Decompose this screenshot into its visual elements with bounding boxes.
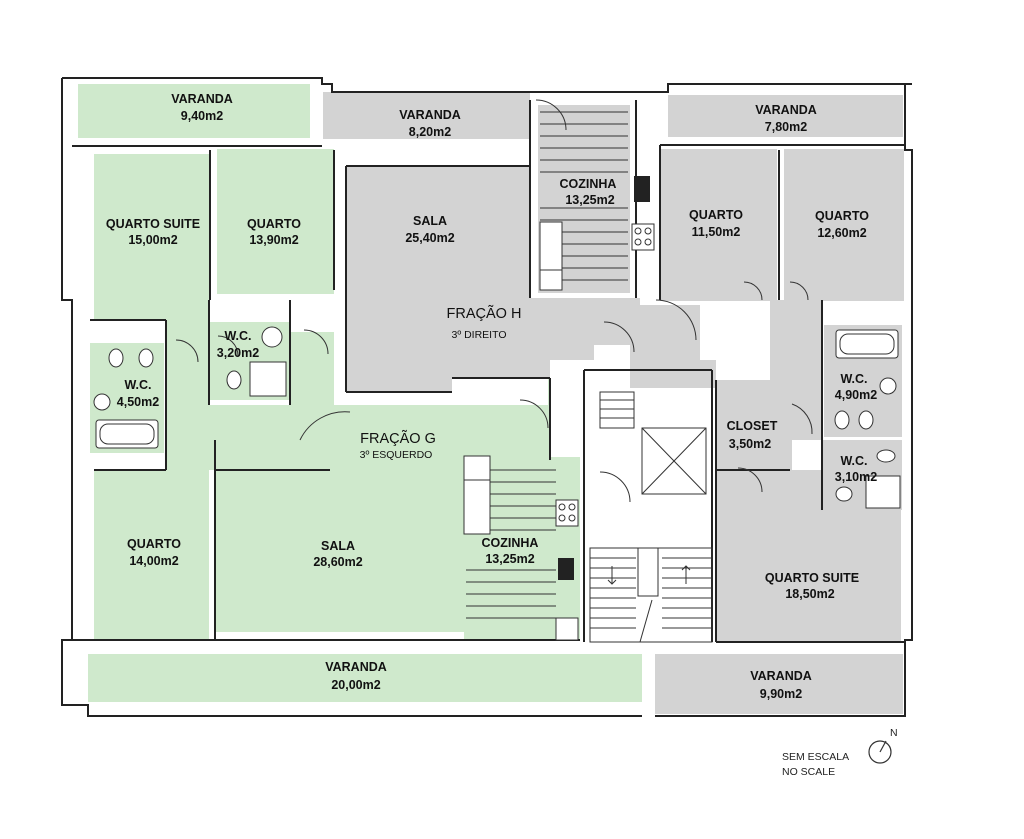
wc-310-h-name: W.C. <box>840 454 867 468</box>
quarto-suite-h-name: QUARTO SUITE <box>765 571 859 585</box>
varanda-top-g-area: 9,40m2 <box>181 109 223 123</box>
quarto-139-g-name: QUARTO <box>247 217 301 231</box>
fracao-g-subtitle: 3º ESQUERDO <box>360 449 433 461</box>
wc-310-h-area: 3,10m2 <box>835 470 877 484</box>
cozinha-g-area: 13,25m2 <box>485 552 534 566</box>
room-closet-h <box>716 400 792 470</box>
varanda-top-g-name: VARANDA <box>171 92 233 106</box>
cozinha-g-name: COZINHA <box>482 536 539 550</box>
stair-core <box>589 391 713 643</box>
room-varanda-990-h <box>655 654 903 714</box>
room-quarto-1260-h <box>784 149 904 301</box>
bath-fixtures <box>93 326 901 509</box>
closet-h-name: CLOSET <box>727 419 778 433</box>
labels-fracao-h: VARANDA 8,20m2 SALA 25,40m2 COZINHA 13,2… <box>399 103 877 701</box>
kitchen-h-stripes <box>539 111 655 291</box>
quarto-suite-h-area: 18,50m2 <box>785 587 834 601</box>
varanda-990-h-name: VARANDA <box>750 669 812 683</box>
quarto-1260-h-name: QUARTO <box>815 209 869 223</box>
varanda-780-h-area: 7,80m2 <box>765 120 807 134</box>
stair-landing <box>599 391 635 429</box>
room-quarto-14-g <box>94 470 209 640</box>
wc-320-g-area: 3,20m2 <box>217 346 259 360</box>
room-sala-h <box>346 166 822 440</box>
labels-fracao-g: VARANDA 9,40m2 QUARTO SUITE 15,00m2 QUAR… <box>106 92 539 692</box>
quarto-1150-h-name: QUARTO <box>689 208 743 222</box>
quarto-14-g-name: QUARTO <box>127 537 181 551</box>
cozinha-h-name: COZINHA <box>560 177 617 191</box>
scale-note: SEM ESCALA NO SCALE <box>782 751 849 778</box>
wc-320-g-name: W.C. <box>224 329 251 343</box>
wc-490-h-area: 4,90m2 <box>835 388 877 402</box>
sala-g-name: SALA <box>321 539 355 553</box>
room-quarto-suite-g <box>94 154 210 319</box>
varanda-820-h-name: VARANDA <box>399 108 461 122</box>
cozinha-h-area: 13,25m2 <box>565 193 614 207</box>
kitchen-g-stripes <box>463 455 579 641</box>
room-varanda-780-h <box>668 95 903 137</box>
north-label: N <box>890 727 898 739</box>
fracao-h-subtitle: 3º DIREITO <box>452 329 507 341</box>
closet-h-area: 3,50m2 <box>729 437 771 451</box>
varanda-820-h-area: 8,20m2 <box>409 125 451 139</box>
fracao-g-title: FRAÇÃO G <box>360 430 436 447</box>
elevator-shaft <box>641 427 707 495</box>
quarto-139-g-area: 13,90m2 <box>249 233 298 247</box>
room-varanda-820-h <box>323 92 530 139</box>
wc-450-g-area: 4,50m2 <box>117 395 159 409</box>
varanda-990-h-area: 9,90m2 <box>760 687 802 701</box>
quarto-suite-g-name: QUARTO SUITE <box>106 217 200 231</box>
sala-h-area: 25,40m2 <box>405 231 454 245</box>
doors <box>175 99 813 503</box>
room-quarto-139-g <box>217 149 334 294</box>
scale-note-pt: SEM ESCALA <box>782 751 849 763</box>
fracao-h-areas <box>323 92 904 714</box>
varanda-780-h-name: VARANDA <box>755 103 817 117</box>
sala-h-name: SALA <box>413 214 447 228</box>
scale-note-en: NO SCALE <box>782 766 835 778</box>
room-varanda-bottom-g <box>88 654 642 702</box>
wc-490-h-name: W.C. <box>840 372 867 386</box>
room-sala-corridor-g <box>165 319 580 640</box>
varanda-bottom-g-name: VARANDA <box>325 660 387 674</box>
fracao-h-title: FRAÇÃO H <box>447 305 522 322</box>
quarto-suite-g-area: 15,00m2 <box>128 233 177 247</box>
quarto-14-g-area: 14,00m2 <box>129 554 178 568</box>
room-varanda-top-g <box>78 84 310 138</box>
quarto-1150-h-area: 11,50m2 <box>692 225 741 239</box>
room-quarto-1150-h <box>660 149 777 301</box>
wc-450-g-name: W.C. <box>124 378 151 392</box>
varanda-bottom-g-area: 20,00m2 <box>331 678 380 692</box>
quarto-1260-h-area: 12,60m2 <box>817 226 866 240</box>
sala-g-area: 28,60m2 <box>313 555 362 569</box>
north-compass-icon: N <box>868 727 898 764</box>
